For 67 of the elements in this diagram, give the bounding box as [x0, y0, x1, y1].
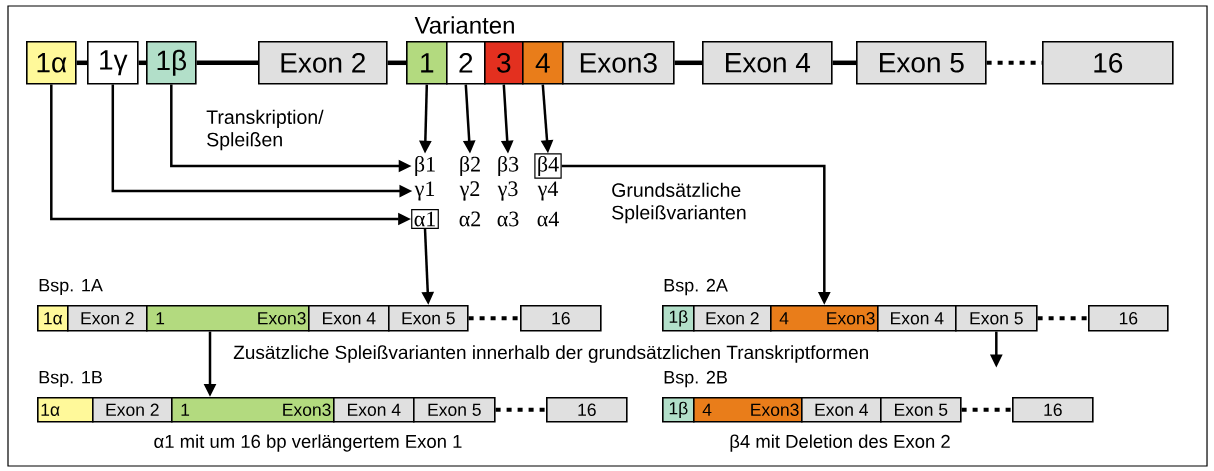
exon-box: Exon 2 — [258, 41, 388, 85]
intron-line — [387, 60, 406, 66]
intron-line — [138, 60, 146, 66]
exon-box: Exon 5 — [856, 41, 987, 85]
dotted-line — [1037, 316, 1088, 321]
isoform-label: γ4 — [537, 181, 559, 201]
exon-box: 1α — [37, 305, 69, 332]
isoform-label: β3 — [498, 155, 519, 177]
intron-line — [196, 60, 258, 66]
exon-box: Exon 5 — [880, 397, 962, 423]
isoform-label: α2 — [459, 211, 481, 227]
exon-box: 16 — [1042, 41, 1174, 85]
exon-box: 1 Exon3 — [146, 305, 310, 332]
isoform-label: γ1 — [414, 181, 435, 201]
isoform-label: γ3 — [497, 181, 518, 201]
exon-box: 1β — [662, 397, 695, 423]
exon-box: 4 Exon3 — [770, 305, 879, 332]
isoform-label: β1 — [415, 155, 435, 177]
exon-box: 16 — [1088, 305, 1169, 332]
isoform-box: β4 — [534, 153, 562, 179]
dotted-line — [961, 407, 1012, 412]
exon-box: 1α — [26, 41, 77, 85]
exon-box: 1γ — [87, 41, 139, 85]
exon-box: 1β — [662, 305, 695, 332]
isoform-label: α3 — [497, 211, 519, 227]
exon-box: Exon3 — [562, 41, 675, 85]
exon-box: 1α — [37, 397, 94, 423]
exon-box: Exon 2 — [92, 397, 173, 423]
row-label: Bsp. 1A — [39, 278, 103, 296]
exon-box: 4 Exon3 — [693, 397, 803, 423]
exon-box: Exon 4 — [801, 397, 882, 423]
exon-box: 3 — [484, 41, 524, 85]
exon-box: Exon 5 — [413, 397, 496, 423]
isoform-label: γ2 — [459, 181, 480, 201]
exon-box: 2 — [446, 41, 486, 85]
annotation: Grundsätzliche Spleißvarianten — [612, 182, 746, 224]
exon-box: 1β — [146, 41, 197, 85]
exon-box: Exon 4 — [702, 41, 833, 85]
exon-box: Exon 2 — [693, 305, 772, 332]
heading: Varianten — [414, 16, 514, 34]
exon-box: Exon 5 — [388, 305, 469, 332]
exon-box: Exon 4 — [877, 305, 957, 332]
annotation: Zusätzliche Spleißvarianten innerhalb der grundsätzlichen Transkriptformen — [233, 345, 868, 363]
exon-box: 1 — [406, 41, 448, 85]
dotted-line — [495, 407, 546, 412]
exon-box: 16 — [546, 397, 628, 423]
process-label: Transkription/ Spleißen — [206, 109, 324, 151]
row-label: Bsp. 2A — [664, 278, 728, 296]
exon-box: Exon 4 — [308, 305, 390, 332]
isoform-label: β2 — [460, 155, 480, 177]
row-label: Bsp. 2B — [664, 370, 727, 388]
exon-box: Exon 5 — [955, 305, 1038, 332]
intron-line — [832, 60, 856, 66]
row-label: Bsp. 1B — [39, 370, 102, 388]
exon-box: 16 — [1012, 397, 1094, 423]
caption: β4 mit Deletion des Exon 2 — [730, 434, 950, 452]
intron-line — [76, 60, 87, 66]
exon-box: Exon 2 — [67, 305, 148, 332]
dotted-line — [468, 316, 520, 321]
exon-box: 16 — [520, 305, 602, 332]
exon-box: 1 Exon3 — [171, 397, 335, 423]
intron-line — [674, 60, 702, 66]
exon-box: 4 — [522, 41, 564, 85]
exon-box: Exon 4 — [333, 397, 415, 423]
isoform-box: α1 — [411, 209, 439, 229]
caption: α1 mit um 16 bp verlängertem Exon 1 — [154, 434, 462, 452]
isoform-label: α4 — [537, 211, 559, 227]
